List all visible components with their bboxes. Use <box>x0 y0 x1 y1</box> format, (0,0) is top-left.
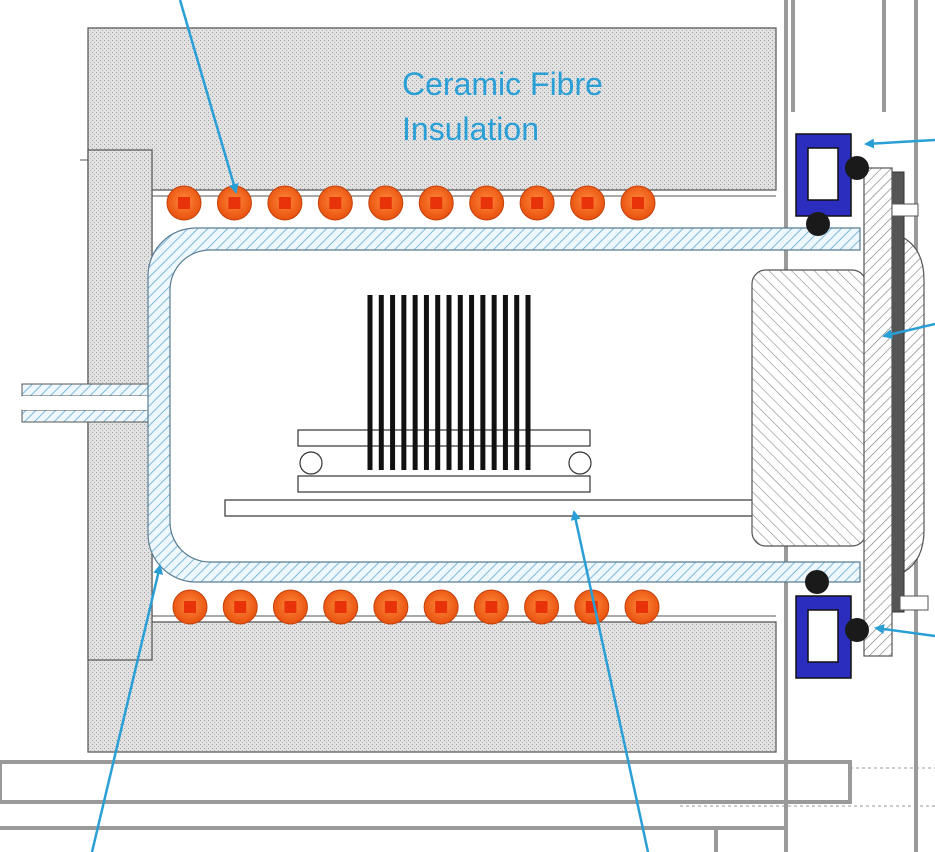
wafer-15 <box>525 295 531 470</box>
wafer-9 <box>457 295 463 470</box>
wafer-8 <box>446 295 452 470</box>
heater-coil-bottom-6 <box>423 589 459 625</box>
flange-clamp-bottom <box>795 570 869 679</box>
dashed-guides <box>680 767 935 807</box>
door-assembly <box>863 167 929 657</box>
wafer-14 <box>514 295 520 470</box>
heater-coil-top-9 <box>570 185 606 221</box>
arrow-clamp-top <box>864 138 935 149</box>
arrow-clamp-bottom <box>874 624 935 638</box>
wafer-13 <box>502 295 508 470</box>
insulation-label-line2: Insulation <box>402 111 539 147</box>
wafer-4 <box>401 295 407 470</box>
heater-coil-top-8 <box>519 185 555 221</box>
heater-coil-top-10 <box>620 185 656 221</box>
heater-coil-top-4 <box>317 185 353 221</box>
base-rail <box>0 760 852 804</box>
door-plate <box>863 167 893 657</box>
wafer-2 <box>378 295 384 470</box>
heater-coil-top-3 <box>267 185 303 221</box>
arrow-quartz-tube <box>90 564 164 852</box>
heater-coil-bottom-5 <box>373 589 409 625</box>
wafer-7 <box>435 295 441 470</box>
insulation-label-line1: Ceramic Fibre <box>402 66 603 102</box>
heater-coil-bottom-1 <box>172 589 208 625</box>
heater-coils-top-row <box>166 185 656 221</box>
arrow-paddle-rod <box>570 510 650 852</box>
heater-coil-bottom-7 <box>473 589 509 625</box>
boat-roller-left <box>299 451 323 475</box>
door-pin-top <box>891 203 919 217</box>
wafer-stack <box>367 295 531 470</box>
arrow-heater-coil <box>178 0 239 194</box>
boat-roller-right <box>568 451 592 475</box>
wafer-10 <box>469 295 475 470</box>
wafer-12 <box>491 295 497 470</box>
wafer-6 <box>423 295 429 470</box>
wafer-11 <box>480 295 486 470</box>
gas-inlet-pipe <box>21 383 171 423</box>
heater-coil-top-2 <box>216 185 252 221</box>
heater-coil-bottom-3 <box>272 589 308 625</box>
wafer-boat <box>297 295 592 493</box>
boat-upper-rail <box>297 429 591 447</box>
wafer-5 <box>412 295 418 470</box>
door-seal <box>903 236 925 574</box>
o-ring-bottom-outer <box>845 618 869 642</box>
quartz-process-tube <box>147 227 861 583</box>
o-ring-bottom-inner <box>805 570 829 594</box>
o-ring-top-outer <box>845 156 869 180</box>
heater-coils-bottom-row <box>172 589 660 625</box>
arrow-door-plate <box>882 322 935 340</box>
boat-lower-rail <box>297 475 591 493</box>
wafer-1 <box>367 295 373 470</box>
callout-arrows <box>90 0 935 852</box>
door-pin-bottom <box>899 595 929 611</box>
heater-coil-top-5 <box>368 185 404 221</box>
heater-coil-top-7 <box>469 185 505 221</box>
wafer-3 <box>390 295 396 470</box>
heater-coil-bottom-2 <box>222 589 258 625</box>
flange-clamp-top <box>795 133 869 236</box>
heater-coil-bottom-10 <box>624 589 660 625</box>
heater-coil-top-1 <box>166 185 202 221</box>
o-ring-top-inner <box>806 212 830 236</box>
heater-coil-top-6 <box>418 185 454 221</box>
heater-coil-bottom-4 <box>323 589 359 625</box>
door-heat-shield-plug <box>751 269 867 547</box>
heater-coil-bottom-8 <box>524 589 560 625</box>
insulation-label: Ceramic Fibre Insulation <box>402 66 612 147</box>
